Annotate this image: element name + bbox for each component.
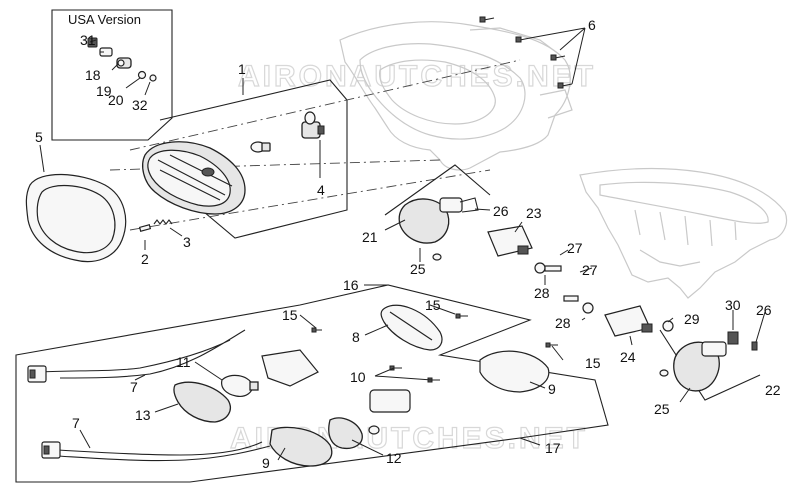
bulb-icon — [250, 141, 271, 153]
callout-9b: 9 — [262, 455, 270, 471]
turn-signal-icon-3 — [269, 426, 333, 467]
callout-5: 5 — [35, 129, 43, 145]
nut-icon-3 — [662, 320, 674, 332]
usa-lamp-icon — [116, 57, 132, 69]
callout-13: 13 — [135, 407, 151, 423]
usa-version-title: USA Version — [68, 12, 141, 27]
callout-28b: 28 — [555, 315, 571, 331]
nut-icon — [534, 262, 546, 274]
rear-light-box-outline — [384, 164, 491, 216]
callout-28: 28 — [534, 285, 550, 301]
callout-8: 8 — [352, 329, 360, 345]
callout-numbers: 31 18 19 20 32 1 5 4 2 3 6 26 23 21 25 2… — [35, 17, 781, 471]
wire-connector-icon — [27, 329, 246, 383]
callout-1: 1 — [238, 61, 246, 77]
usa-version-box: USA Version — [51, 9, 173, 141]
screw-icon-2 — [751, 341, 758, 351]
callout-16: 16 — [343, 277, 359, 293]
rear-cover-ghost — [579, 167, 788, 299]
right-light-box-outline — [659, 329, 761, 401]
relay-module-icon-2 — [604, 305, 653, 337]
watermark-top: AIRONAUTCHES.NET — [238, 60, 596, 93]
callout-20: 20 — [108, 92, 124, 108]
callout-lines — [39, 27, 766, 461]
callout-15b: 15 — [425, 297, 441, 313]
alignment-line-1 — [129, 59, 521, 151]
callout-23: 23 — [526, 205, 542, 221]
callout-26: 26 — [493, 203, 509, 219]
callout-22: 22 — [765, 382, 781, 398]
usa-washer-icon — [137, 70, 157, 82]
front-cover-ghost — [339, 21, 573, 171]
wire-connector-icon-2 — [41, 441, 271, 462]
rear-light-icon-2 — [659, 331, 739, 392]
nut-icon-2 — [582, 302, 594, 314]
bolt-icon-2 — [563, 295, 579, 302]
callout-19: 19 — [96, 83, 112, 99]
callout-26b: 26 — [756, 302, 772, 318]
callout-7b: 7 — [72, 415, 80, 431]
callout-25: 25 — [410, 261, 426, 277]
callout-30: 30 — [725, 297, 741, 313]
callout-9a: 9 — [548, 381, 556, 397]
adjuster-screw-icon — [138, 224, 152, 232]
turn-signal-lens-icon — [173, 381, 231, 423]
callout-15a: 15 — [282, 307, 298, 323]
callout-21: 21 — [362, 229, 378, 245]
bulb-icon-2 — [221, 374, 259, 397]
turn-signal-icon-2 — [479, 350, 550, 393]
callout-25b: 25 — [654, 401, 670, 417]
headlight-box-outline — [159, 79, 348, 239]
headlight-bulb-icon — [301, 111, 325, 139]
turn-signal-icon — [380, 304, 443, 351]
callout-11: 11 — [176, 354, 191, 370]
callout-4: 4 — [317, 182, 325, 198]
screw-icon-3 — [311, 313, 558, 383]
bolt-icon — [544, 265, 562, 272]
turn-signal-box-outline — [15, 284, 609, 483]
callout-27b: 27 — [582, 262, 598, 278]
callout-2: 2 — [141, 251, 149, 267]
callout-32: 32 — [132, 97, 148, 113]
callout-10: 10 — [350, 369, 366, 385]
callout-7a: 7 — [130, 379, 138, 395]
callout-17: 17 — [545, 440, 561, 456]
callout-24: 24 — [620, 349, 636, 365]
alignment-line-3 — [129, 169, 491, 231]
lamp-holder-icon — [261, 349, 411, 413]
rear-light-icon — [398, 197, 479, 261]
callout-3: 3 — [183, 234, 191, 250]
relay-module-icon — [487, 225, 533, 257]
callout-31: 31 — [80, 32, 96, 48]
headlight-rim-icon — [25, 173, 127, 263]
headlight-assembly-icon — [142, 141, 246, 215]
callout-18: 18 — [85, 67, 101, 83]
callout-15c: 15 — [585, 355, 601, 371]
callout-27: 27 — [567, 240, 583, 256]
callout-29: 29 — [684, 311, 700, 327]
spring-icon — [153, 219, 173, 225]
mounting-screw-icon — [479, 16, 573, 89]
callout-12: 12 — [386, 450, 402, 466]
callout-6: 6 — [588, 17, 596, 33]
